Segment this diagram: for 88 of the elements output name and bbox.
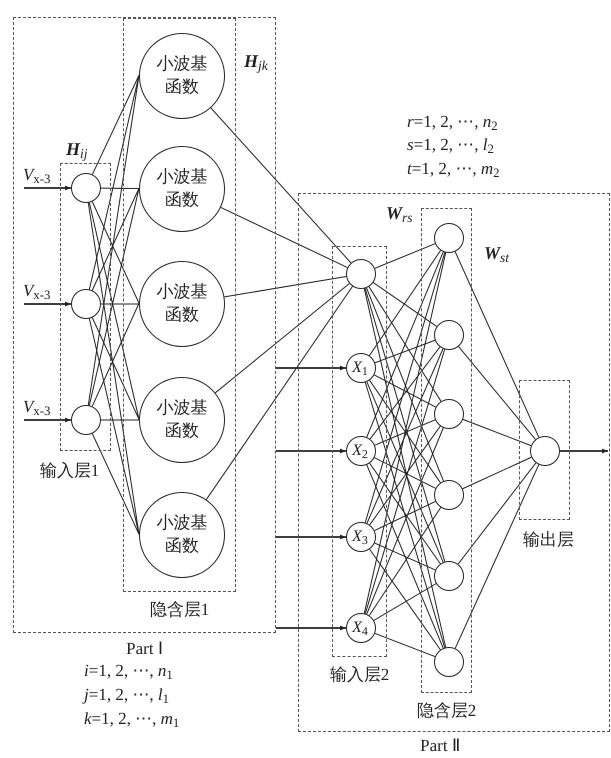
connection-line <box>224 276 347 298</box>
arrow <box>276 448 346 454</box>
neuron-label: 小波基函数 <box>156 166 208 211</box>
input-signal-label: V$_{x-3}$ <box>23 398 50 415</box>
connection-line <box>88 318 140 535</box>
weight-label: W$_{st}$ <box>484 242 510 264</box>
connection-line <box>92 201 140 304</box>
connection-line <box>374 457 436 489</box>
connection-line <box>374 632 436 658</box>
index-range-label: s=1, 2, ⋯, l$_{2}$ <box>407 134 494 156</box>
neuron-label: X$_{1}$ <box>352 360 369 376</box>
connection-line <box>364 252 446 524</box>
weight-label: H$_{jk}$ <box>244 50 268 72</box>
connection-line <box>374 500 436 532</box>
connection-line <box>366 427 444 615</box>
connection-line <box>374 340 436 364</box>
connection-line <box>454 251 540 438</box>
connection-line <box>366 251 444 438</box>
connection-line <box>462 418 532 446</box>
connection-line <box>462 456 532 490</box>
connection-line <box>366 381 444 563</box>
connection-line <box>206 286 354 500</box>
neuron-label: X$_{3}$ <box>352 529 369 545</box>
connection-line <box>373 583 437 621</box>
index-range-label: k=1, 2, ⋯, m$_{1}$ <box>84 708 180 730</box>
connection-line <box>369 426 441 526</box>
connection-line <box>370 346 440 440</box>
index-range-label: r=1, 2, ⋯, n$_{2}$ <box>407 111 498 132</box>
connection-line <box>88 74 140 406</box>
neuron-label: 小波基函数 <box>156 512 208 557</box>
connection-line <box>458 346 536 440</box>
arrow <box>24 418 71 422</box>
input-signal-label: V$_{x-3}$ <box>23 166 50 183</box>
arrow <box>276 366 346 370</box>
connection-line <box>372 282 438 327</box>
connection-line <box>366 287 444 482</box>
connection-line <box>210 107 352 264</box>
arrow <box>24 302 71 306</box>
neuron-label: 小波基函数 <box>156 53 208 98</box>
connection-line <box>454 464 540 649</box>
connection-line <box>88 74 140 290</box>
connection-line <box>364 382 446 648</box>
connection-line <box>364 288 446 562</box>
connection-line <box>369 548 441 650</box>
connection-line <box>369 380 441 484</box>
neuron-label: X$_{4}$ <box>352 620 369 636</box>
connection-line <box>368 250 442 356</box>
index-range-label: t=1, 2, ⋯, m$_{2}$ <box>407 158 500 180</box>
connection-line <box>368 507 442 616</box>
index-range-label: i=1, 2, ⋯, n$_{1}$ <box>84 660 173 682</box>
layer-caption: 输入层2 <box>330 664 390 686</box>
arrow <box>276 534 346 540</box>
layer-caption: 输入层1 <box>40 460 100 482</box>
connection-line <box>214 282 350 394</box>
layer-caption: 隐含层1 <box>150 599 210 620</box>
connection-line <box>368 286 442 402</box>
input-signal-label: V$_{x-3}$ <box>23 282 50 299</box>
neuron-label: 小波基函数 <box>156 281 208 326</box>
connection-line <box>364 252 446 614</box>
connection-line <box>374 542 436 570</box>
connection-line <box>374 374 436 408</box>
neuron-label: 小波基函数 <box>156 397 208 442</box>
layer-caption: 输出层 <box>523 529 574 550</box>
connection-line <box>92 188 140 291</box>
connection-line <box>364 348 446 614</box>
arrow <box>24 186 71 190</box>
connection-line <box>100 188 140 190</box>
connection-line <box>92 74 140 175</box>
arrow <box>560 448 608 454</box>
neuron-label: X$_{2}$ <box>352 443 369 459</box>
connection-line <box>369 462 441 564</box>
index-range-label: j=1, 2, ⋯, l$_{1}$ <box>84 684 169 706</box>
layer-caption: Part Ⅰ <box>126 638 163 660</box>
weight-label: W$_{rs}$ <box>386 202 413 224</box>
connection-line <box>92 317 140 420</box>
connection-line <box>458 462 536 565</box>
connection-line <box>374 419 436 446</box>
layer-caption: 隐含层2 <box>416 700 476 722</box>
connection-line <box>92 433 140 535</box>
connection-line <box>220 206 348 268</box>
connection-line <box>374 243 436 269</box>
connection-line <box>92 302 140 407</box>
layer-caption: Part Ⅱ <box>420 735 460 756</box>
connection-line <box>364 288 446 648</box>
connection-line <box>366 464 444 649</box>
arrow <box>276 626 346 630</box>
connection-line <box>366 348 444 524</box>
weight-label: H$_{ij}$ <box>66 138 88 160</box>
